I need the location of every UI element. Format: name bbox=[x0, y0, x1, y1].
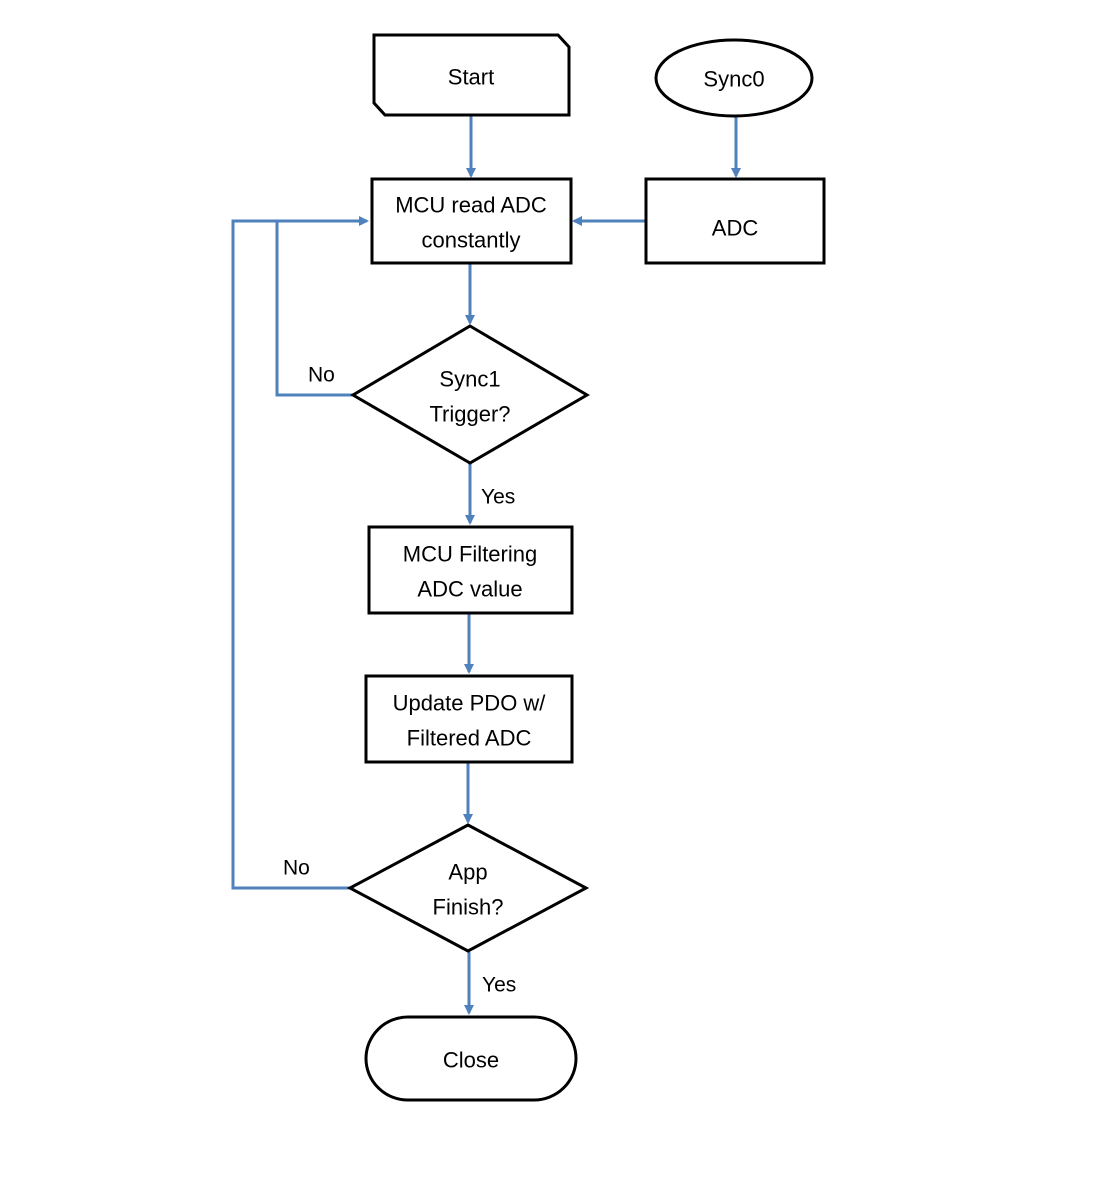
adc-box bbox=[644, 177, 826, 265]
finish-no-label: No bbox=[283, 857, 310, 880]
close-label: Close bbox=[443, 1048, 499, 1073]
connectors bbox=[231, 115, 741, 1015]
adc-label: ADC bbox=[712, 216, 759, 241]
node-sync0: Sync0 bbox=[654, 38, 814, 118]
app-finish-line1: App bbox=[448, 860, 487, 885]
update-pdo-box bbox=[364, 674, 574, 764]
node-adc: ADC bbox=[644, 177, 826, 265]
sync0-ellipse-shape bbox=[654, 38, 814, 118]
update-pdo-line1: Update PDO w/ bbox=[393, 691, 547, 716]
app-finish-line2: Finish? bbox=[433, 895, 504, 920]
update-pdo-line2: Filtered ADC bbox=[407, 726, 532, 751]
filtering-box bbox=[367, 525, 574, 615]
finish-yes-label: Yes bbox=[482, 974, 516, 997]
read-adc-box bbox=[370, 177, 573, 265]
filtering-line1: MCU Filtering bbox=[403, 542, 537, 567]
sync1-diamond-shape bbox=[350, 324, 590, 465]
start-card-shape bbox=[372, 33, 571, 117]
node-app-finish-decision: App Finish? bbox=[346, 823, 590, 953]
node-sync1-decision: Sync1 Trigger? bbox=[350, 324, 590, 465]
read-adc-line2: constantly bbox=[421, 228, 520, 253]
sync1-yes-label: Yes bbox=[481, 486, 515, 509]
close-terminator-shape bbox=[364, 1015, 578, 1102]
sync1-no-label: No bbox=[308, 364, 335, 387]
start-label: Start bbox=[448, 65, 494, 90]
filtering-line2: ADC value bbox=[417, 577, 522, 602]
node-close: Close bbox=[364, 1015, 578, 1102]
read-adc-line1: MCU read ADC bbox=[395, 193, 547, 218]
app-finish-diamond-shape bbox=[346, 823, 590, 953]
edge-sync1-no-loop bbox=[275, 216, 369, 397]
sync1-line1: Sync1 bbox=[439, 367, 500, 392]
sync0-label: Sync0 bbox=[703, 67, 764, 92]
node-filtering: MCU Filtering ADC value bbox=[367, 525, 574, 615]
sync1-line2: Trigger? bbox=[429, 402, 510, 427]
node-update-pdo: Update PDO w/ Filtered ADC bbox=[364, 674, 574, 764]
node-read-adc: MCU read ADC constantly bbox=[370, 177, 573, 265]
edge-app-finish-no-loop bbox=[231, 219, 350, 890]
node-start: Start bbox=[372, 33, 571, 117]
